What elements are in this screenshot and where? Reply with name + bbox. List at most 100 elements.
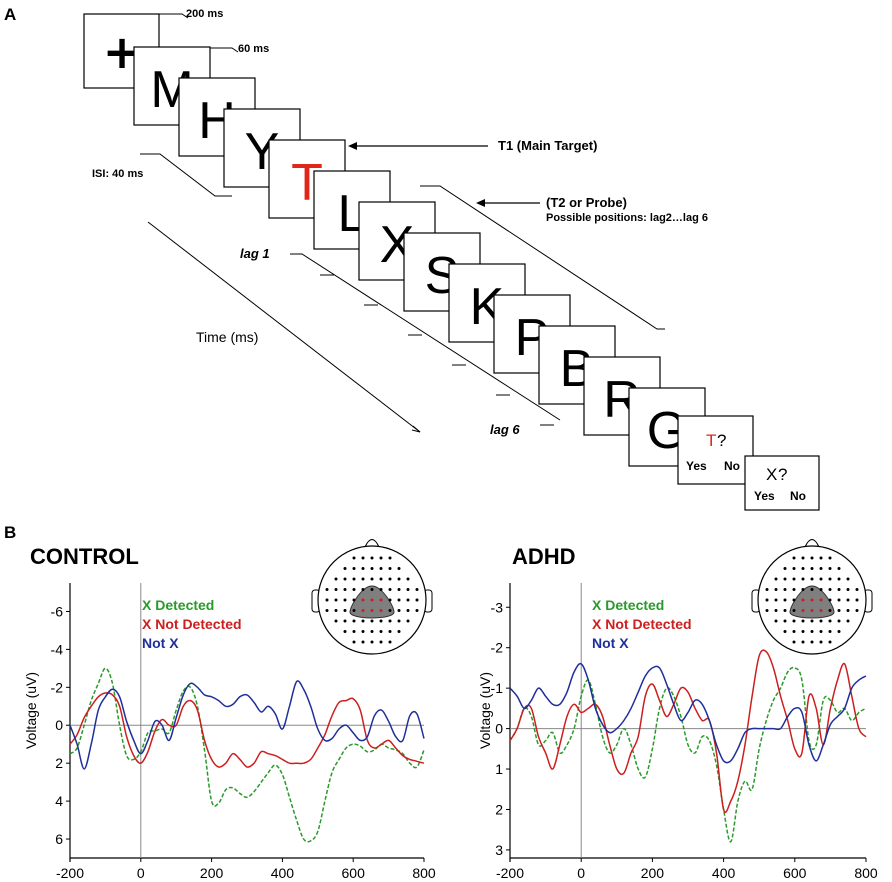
question-x-yes: Yes [754,489,775,503]
legend-entry: X Detected [142,597,214,613]
electrode-dot [828,619,832,623]
time-axis-label: Time (ms) [196,329,258,345]
electrode-dot [370,567,374,570]
electrode-dot [783,588,787,591]
electrode-dot [343,630,347,633]
electrode-dot [792,567,796,570]
electrode-dot [828,598,832,602]
series-line-1 [69,692,425,768]
isi-label: ISI: 40 ms [92,168,143,180]
y-tick-label: -3 [491,599,504,615]
electrode-dot [837,577,841,581]
electrode-dot [819,619,823,623]
electrode-dot [792,609,796,612]
electrode-dot [370,609,374,612]
electrode-dot [343,619,347,623]
electrode-dot [828,609,832,612]
nose-shape [364,539,380,548]
electrode-dot [343,598,347,602]
electrode-dot [415,598,419,602]
electrode-dot [361,609,365,612]
electrode-dot [783,609,787,612]
electrode-dot [415,609,419,612]
electrode-dot [397,567,401,570]
panel-a-label: A [4,5,16,24]
time-arrow-head [411,425,421,433]
electrode-dot [379,598,383,602]
electrode-dot [343,588,347,591]
question-t-no: No [724,459,740,473]
y-tick-label: -4 [51,641,64,657]
chart-title: CONTROL [30,544,139,569]
electrode-dot [379,630,383,633]
electrode-dot [855,598,859,602]
electrode-dot [352,567,356,570]
series-line-2 [69,680,425,770]
electrode-dot [792,588,796,591]
electrode-dot [397,619,401,623]
question-frame-x: X ? Yes No [744,455,820,511]
electrode-dot [792,630,796,633]
electrode-dot [388,609,392,612]
electrode-dot [837,567,841,570]
y-tick-label: -1 [491,680,504,696]
electrode-dot [334,577,338,581]
series-line-2 [509,662,867,764]
question-t-box [677,415,754,485]
question-x-no: No [790,489,806,503]
electrode-dot [792,556,796,560]
electrode-dot [765,588,769,591]
electrode-dot [819,588,823,591]
electrode-dot [370,640,374,644]
chart-title: ADHD [512,544,576,569]
electrode-dot [819,567,823,570]
legend-entry: X Detected [592,597,664,613]
y-axis-label: Voltage (uV) [23,672,39,749]
electrode-dot [810,567,814,570]
electrode-dot [397,588,401,591]
electrode-dot [352,598,356,602]
electrode-dot [352,640,356,644]
electrode-dot [774,619,778,623]
y-tick-label: -6 [51,603,64,619]
question-frame-t: T ? Yes No [677,415,754,485]
question-t-yes: Yes [686,459,707,473]
electrode-dot [334,609,338,612]
electrode-dot [846,588,850,591]
electrode-dot [855,588,859,591]
t1-annotation: T1 (Main Target) [498,138,597,153]
series-line-0 [69,667,425,843]
timing-60-pointer [210,47,239,53]
electrode-dot [846,598,850,602]
electrode-dot [325,598,329,602]
timing-200-pointer [158,13,189,19]
x-tick-label: 400 [271,865,295,881]
x-tick-label: 600 [342,865,366,881]
question-x-target: X [766,465,777,484]
electrode-dot [828,567,832,570]
t2-positions: Possible positions: lag2…lag 6 [546,212,708,224]
series-line-0 [509,666,867,843]
electrode-dot [801,598,805,602]
electrode-dot [370,630,374,633]
question-x-box [744,455,820,511]
timing-letter-label: 60 ms [238,43,269,55]
electrode-dot [370,588,374,591]
x-tick-label: 0 [577,865,585,881]
electrode-dot [810,598,814,602]
roi-region [349,585,395,619]
legend-entry: X Not Detected [592,616,692,632]
x-tick-label: 600 [783,865,807,881]
electrode-dot [334,619,338,623]
electrode-dot [397,577,401,581]
electrode-dot [846,577,850,581]
electrode-dot [352,577,356,581]
x-tick-label: 0 [137,865,145,881]
electrode-dot [774,577,778,581]
electrode-dot [828,630,832,633]
electrode-dot [361,588,365,591]
electrode-dot [792,577,796,581]
